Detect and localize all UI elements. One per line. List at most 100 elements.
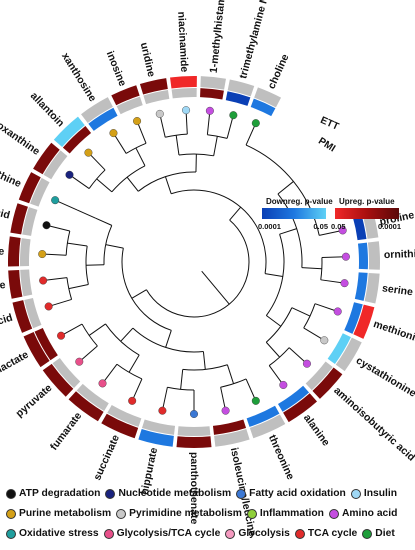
leaf-dot: [133, 117, 142, 126]
ring-label-ett: ETT: [319, 115, 341, 133]
leaf-label: succinate: [91, 433, 122, 482]
leaf-dot: [158, 406, 167, 415]
ring-segment-pmi: [20, 238, 31, 267]
ring-segment-ett: [249, 414, 286, 439]
legend-item: Glycolysis/TCA cycle: [103, 524, 220, 544]
legend-label: Diet: [375, 528, 395, 539]
ring-segment-pmi: [250, 98, 276, 117]
leaf-label: choline: [266, 52, 292, 91]
dendrogram-link: [266, 315, 282, 327]
ring-segment-ett: [200, 76, 226, 90]
legend-label: Purine metabolism: [19, 508, 112, 519]
scale-max-label: 0.05: [313, 222, 328, 231]
dendrogram-link: [265, 341, 281, 358]
dendrogram-link: [131, 289, 147, 299]
scale-title: Downreg. p-value: [266, 197, 333, 206]
legend-dot-icon: [116, 509, 127, 519]
legend-item: Insulin: [350, 484, 397, 504]
legend-label: Glycolysis: [238, 528, 290, 539]
dendrogram-link: [69, 174, 90, 189]
leaf-dot: [229, 111, 238, 120]
ring-segment-ett: [111, 85, 140, 106]
legend-label: TCA cycle: [307, 528, 358, 539]
leaf-dot: [39, 276, 48, 285]
ring-segment-ett: [23, 332, 50, 368]
scale-min-label: 0.05: [331, 222, 346, 231]
ring-segment-ett: [139, 78, 168, 95]
ring-segment-pmi: [20, 269, 33, 297]
leaf-label: inosine: [104, 49, 129, 88]
leaf-dot: [75, 357, 84, 366]
dendrogram-branch: [207, 134, 228, 139]
ring-segment-ett: [227, 79, 255, 97]
legend-item: Glycolysis: [225, 524, 290, 544]
leaf-label: lactate: [0, 349, 31, 376]
legend-item: Pyrimidine metabolism: [116, 504, 242, 524]
leaf-dot: [251, 119, 260, 128]
dendrogram-link: [135, 147, 146, 166]
dendrogram-link: [161, 387, 168, 411]
ring-segment-ett: [214, 428, 250, 447]
leaf-dot: [38, 250, 47, 259]
leaf-dot: [205, 106, 214, 115]
dendrogram-link: [303, 327, 325, 341]
leaf-label: serine: [381, 282, 413, 298]
leaf-label: malate: [0, 279, 6, 295]
dendrogram-branch: [88, 169, 106, 189]
ring-segment-pmi: [30, 177, 50, 207]
leaf-label: hypoxanthine: [0, 109, 42, 158]
legend-dot-icon: [6, 489, 16, 499]
leaf-label: niacinamide: [175, 11, 190, 72]
leaf-dot: [302, 359, 311, 368]
ring-segment-pmi: [107, 405, 142, 427]
ring-segment-pmi: [200, 88, 224, 100]
dendrogram-link: [277, 181, 294, 195]
ring-segment-ett: [176, 436, 212, 448]
leaf-label: 1-methylhistamine: [208, 0, 230, 74]
leaf-dot: [84, 148, 93, 157]
ring-segment-ett: [312, 367, 343, 399]
leaf-label: fumarate: [48, 410, 84, 453]
ring-segment-pmi: [116, 96, 143, 115]
dendrogram-link: [264, 273, 283, 277]
ring-segment-pmi: [88, 107, 118, 131]
leaf-label: xanthosine: [59, 51, 99, 105]
dendrogram-link: [268, 365, 284, 386]
leaf-dot: [333, 307, 342, 316]
dendrogram-link: [113, 132, 127, 154]
dendrogram-branch: [137, 171, 196, 192]
leaf-dot: [320, 336, 329, 345]
leaf-label: malonic acid: [0, 312, 14, 342]
dendrogram-link: [279, 228, 297, 235]
dendrogram-link: [120, 327, 134, 342]
dendrogram-link: [213, 136, 218, 156]
ring-segment-ett: [101, 413, 139, 439]
leaf-dot: [341, 252, 350, 261]
dendrogram-link: [68, 283, 89, 290]
ring-segment-pmi: [141, 419, 176, 435]
scale-min-label: 0.0001: [258, 222, 281, 231]
leaf-dot: [340, 279, 349, 288]
ring-segment-pmi: [22, 207, 38, 236]
dendrogram-link: [291, 307, 311, 317]
ring-segment-ett: [170, 76, 197, 89]
dendrogram-link: [95, 217, 112, 226]
dendrogram-branch: [65, 230, 71, 256]
legend-label: Oxidative stress: [19, 528, 99, 539]
dendrogram-branch: [121, 248, 172, 331]
leaf-dot: [42, 221, 51, 230]
legend-label: Fatty acid oxidation: [249, 488, 346, 499]
ring-segment-pmi: [212, 419, 247, 435]
leaf-label: allantoin: [28, 90, 67, 129]
dendrogram-branch: [167, 386, 195, 391]
dendrogram-link: [48, 298, 72, 307]
dendrogram-branch: [165, 133, 188, 138]
ring-segment-ett: [7, 236, 21, 267]
ring-segment-ett: [364, 272, 380, 304]
legend-dot-icon: [328, 509, 339, 519]
leaf-dot: [44, 302, 53, 311]
legend-label: Nucleotide metabolism: [118, 488, 232, 499]
dendrogram-link: [175, 135, 180, 156]
ring-segment-pmi: [357, 242, 368, 270]
